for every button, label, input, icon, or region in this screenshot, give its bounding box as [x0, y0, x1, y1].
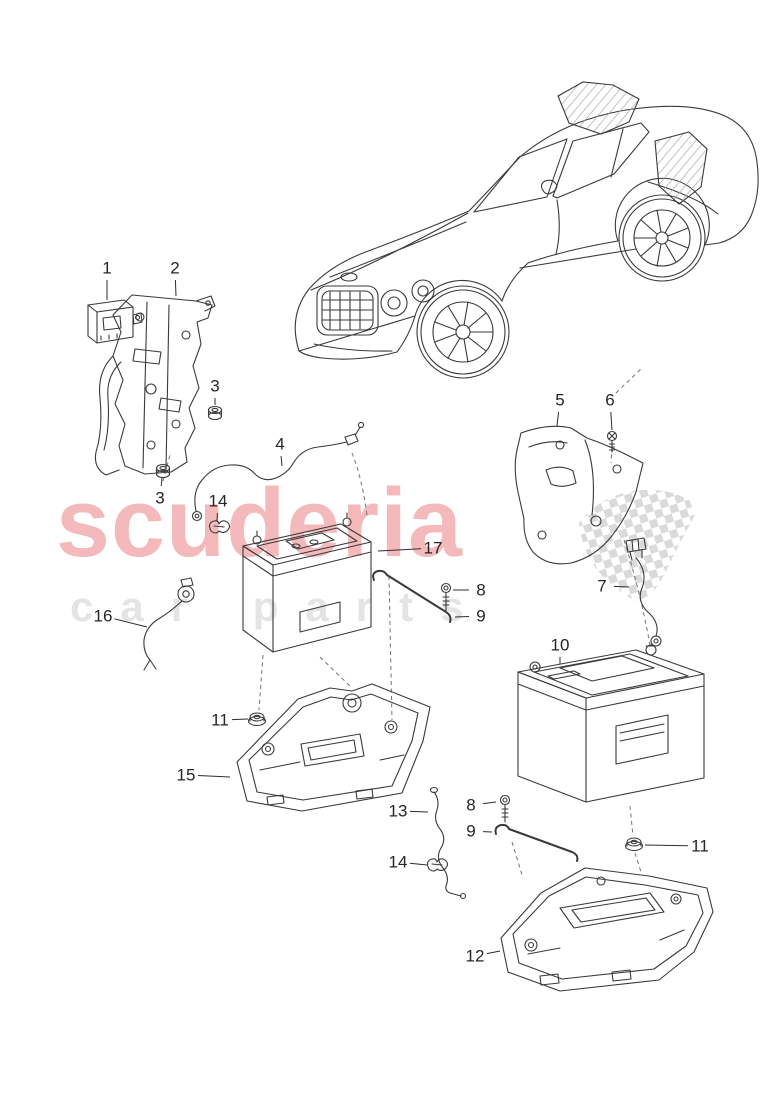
watermark-tagline: car parts — [70, 583, 491, 630]
callout-leader-line — [454, 616, 470, 618]
part-11-nut — [624, 837, 644, 852]
callout-leader-line — [174, 279, 177, 297]
callout-leader-line — [556, 411, 560, 427]
part-9-hold-down-rod — [372, 569, 452, 623]
callout-leader-line — [231, 718, 249, 721]
callout-leader-lines — [106, 279, 689, 955]
callout-leader-line — [409, 810, 429, 813]
part-9-hold-down-rod — [494, 823, 579, 862]
assembly-dashed-lines — [162, 366, 651, 879]
callout-leader-line — [197, 775, 231, 778]
part-16-ground-cable — [143, 577, 195, 671]
part-6-screw — [606, 430, 618, 453]
callout-leader-line — [377, 548, 422, 552]
part-14-clip — [208, 520, 231, 534]
part-2-mounting-bracket — [94, 294, 216, 476]
callout-leader-line — [409, 862, 428, 866]
callout-leader-line — [613, 585, 630, 588]
callout-leader-line — [486, 950, 501, 955]
part-12-battery-tray — [500, 867, 714, 992]
callout-leader-line — [482, 801, 497, 805]
part-10-battery — [517, 644, 705, 803]
part-5-support-bracket — [514, 425, 644, 565]
callout-leader-line — [280, 455, 283, 467]
watermark-brand: scuderia — [56, 468, 463, 577]
part-3-nut — [207, 405, 223, 421]
callout-leader-line — [610, 411, 613, 431]
part-1-control-unit — [87, 299, 143, 344]
part-4-battery-cable — [191, 421, 365, 522]
car-illustration — [294, 105, 759, 379]
callout-leader-line — [160, 477, 163, 487]
part-3-nut — [155, 463, 171, 479]
callout-leader-line — [644, 844, 689, 847]
part-11-nut — [247, 712, 267, 727]
part-15-battery-tray — [236, 683, 431, 812]
body-patches — [557, 81, 708, 205]
part-8-screw — [440, 582, 452, 612]
checkered-flag-watermark — [579, 489, 695, 601]
part-17-battery — [242, 512, 372, 653]
part-13-vent-hose — [429, 786, 467, 900]
part-8-screw — [499, 794, 511, 823]
callout-leader-line — [114, 618, 148, 628]
